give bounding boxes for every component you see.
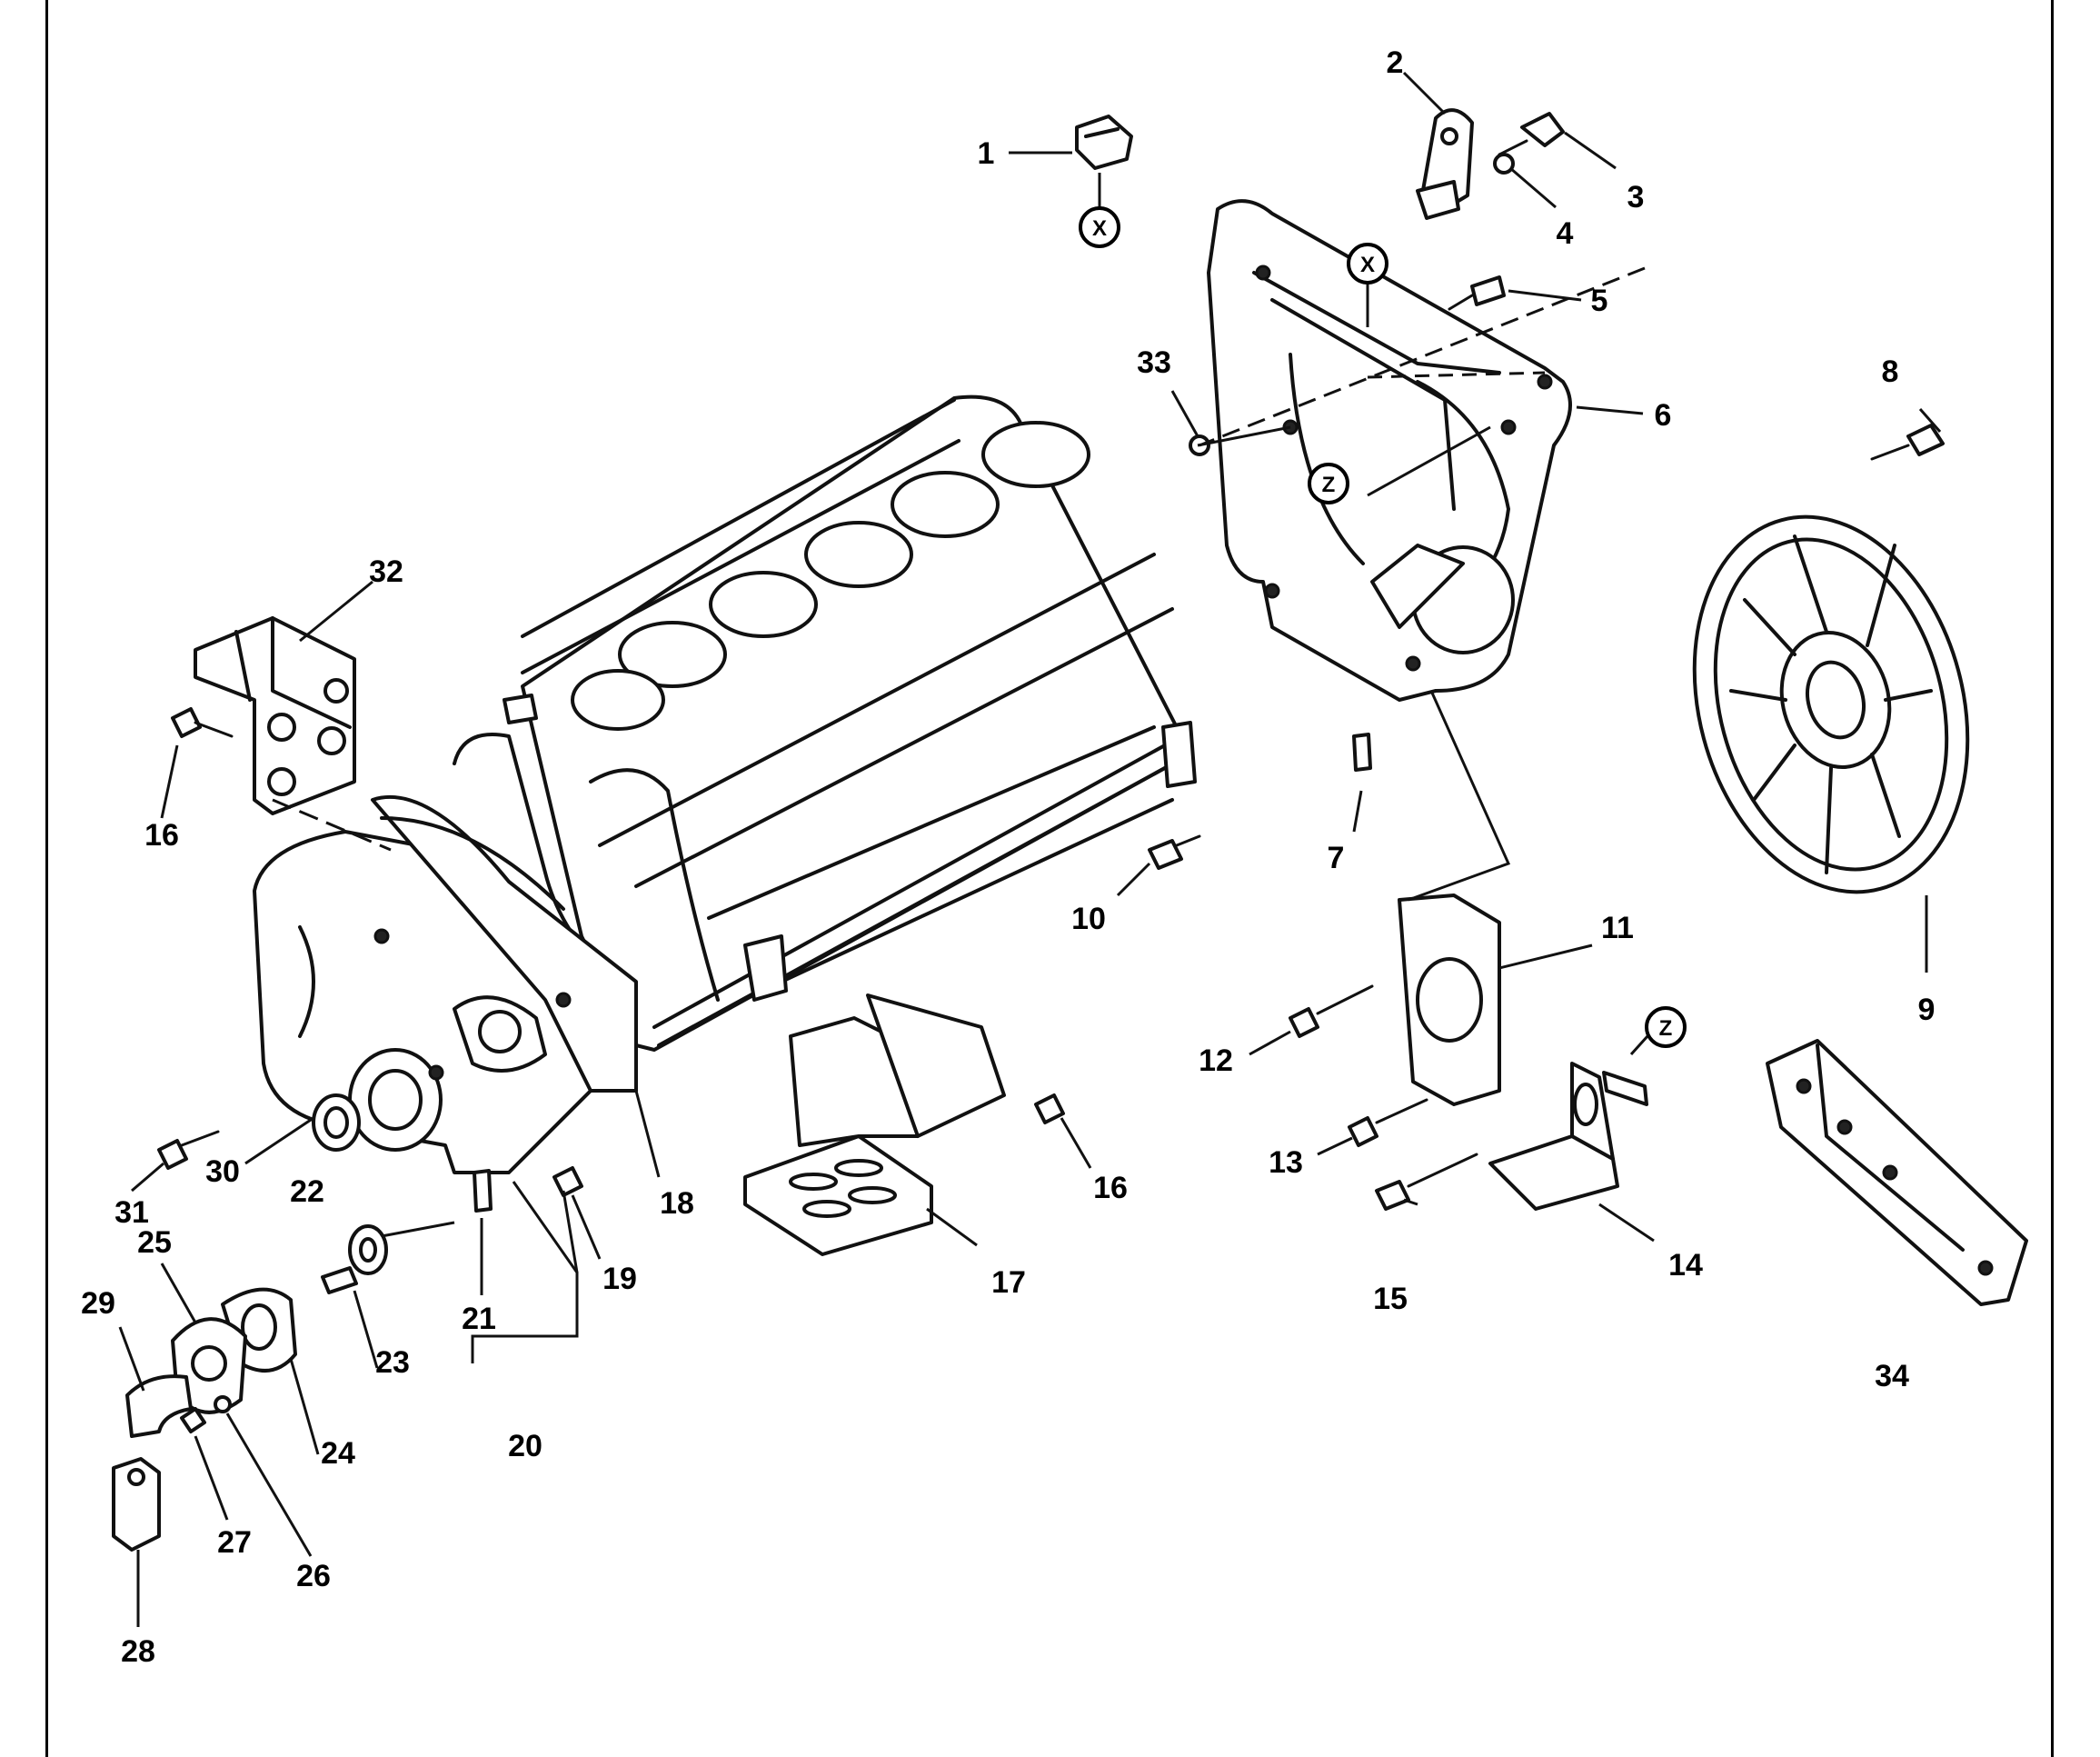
callout-5: 5 <box>1591 284 1608 318</box>
callout-33: 33 <box>1137 345 1171 380</box>
engine-block <box>453 394 1197 1052</box>
callout-32: 32 <box>369 554 403 589</box>
part-16-bolt-left <box>171 707 234 738</box>
callout-29: 29 <box>81 1286 115 1321</box>
part-26-washer <box>214 1395 232 1413</box>
callout-34: 34 <box>1875 1359 1909 1393</box>
callout-16-left: 16 <box>144 818 179 853</box>
reference-marker-z1: Z <box>1308 463 1349 504</box>
part-17-mount-bracket <box>743 993 1006 1256</box>
leader-lines <box>118 71 1942 1627</box>
callout-22: 22 <box>290 1174 324 1209</box>
mount-bracket-32 <box>194 616 392 852</box>
part-22-seal <box>348 1224 388 1275</box>
callout-16-right: 16 <box>1093 1171 1128 1205</box>
part-23-valve <box>321 1266 358 1294</box>
callout-14: 14 <box>1668 1248 1703 1283</box>
callout-10: 10 <box>1071 902 1106 936</box>
front-timing-cover <box>253 794 638 1174</box>
part-10-bolt <box>1148 834 1201 870</box>
part-4-washer <box>1493 153 1515 175</box>
callout-27: 27 <box>217 1525 252 1560</box>
part-11-adapter-plate <box>1398 893 1501 1106</box>
part-19-bolt <box>552 1166 583 1197</box>
callout-15: 15 <box>1373 1282 1408 1316</box>
part-31-bolt <box>157 1130 220 1170</box>
flywheel-cover <box>1692 514 1970 894</box>
callout-4: 4 <box>1557 216 1574 251</box>
callout-24: 24 <box>321 1436 355 1471</box>
callout-8: 8 <box>1882 354 1899 389</box>
part-12-bolt <box>1289 984 1374 1038</box>
callout-13: 13 <box>1269 1145 1303 1180</box>
drawing-frame <box>45 0 2054 1757</box>
callout-20: 20 <box>508 1429 542 1463</box>
flywheel-housing <box>1207 199 1572 702</box>
part-21-stud <box>473 1169 493 1213</box>
part-1-clip <box>1075 115 1133 170</box>
reference-marker-x2: X <box>1347 243 1388 285</box>
callout-2: 2 <box>1387 45 1404 80</box>
reference-marker-z2: Z <box>1645 1006 1687 1048</box>
part-7-plug <box>1352 733 1372 772</box>
svg-text:Z: Z <box>1322 473 1336 497</box>
callout-19: 19 <box>602 1262 637 1296</box>
part-16-bolt-right <box>1034 1093 1065 1124</box>
callout-21: 21 <box>462 1302 496 1336</box>
svg-text:X: X <box>1092 216 1107 241</box>
callout-23: 23 <box>375 1345 410 1380</box>
svg-text:Z: Z <box>1659 1016 1673 1041</box>
callout-26: 26 <box>296 1559 331 1593</box>
callout-28: 28 <box>121 1634 155 1669</box>
part-27-bolt <box>180 1407 206 1433</box>
callout-31: 31 <box>114 1195 149 1230</box>
callout-25: 25 <box>137 1225 172 1260</box>
part-34-support-bracket <box>1766 1039 2028 1306</box>
part-3-bolt <box>1498 112 1565 156</box>
part-29-elbow <box>125 1374 193 1438</box>
part-5-bolt <box>1448 275 1506 311</box>
callout-3: 3 <box>1627 180 1645 215</box>
callout-7: 7 <box>1328 841 1345 875</box>
callout-9: 9 <box>1918 993 1936 1027</box>
callout-18: 18 <box>660 1186 694 1221</box>
part-8-bolt <box>1870 424 1945 461</box>
part-30-seal <box>312 1093 361 1152</box>
callout-12: 12 <box>1199 1043 1233 1078</box>
part-14-bracket <box>1488 1062 1648 1211</box>
reference-marker-x1: X <box>1079 206 1120 248</box>
callout-30: 30 <box>205 1154 240 1189</box>
callout-1: 1 <box>978 136 995 171</box>
callout-11: 11 <box>1601 911 1634 945</box>
svg-text:X: X <box>1360 253 1375 277</box>
callout-17: 17 <box>991 1265 1026 1300</box>
part-15-bolt <box>1375 1153 1478 1211</box>
callout-6: 6 <box>1655 398 1672 433</box>
part-28-hex-nut <box>112 1457 161 1552</box>
part-13-bolt <box>1348 1098 1428 1147</box>
part-2-bracket <box>1416 108 1474 220</box>
callout-labels: 1 2 3 4 5 6 7 8 9 10 11 12 13 14 15 16 1… <box>81 45 1935 1669</box>
